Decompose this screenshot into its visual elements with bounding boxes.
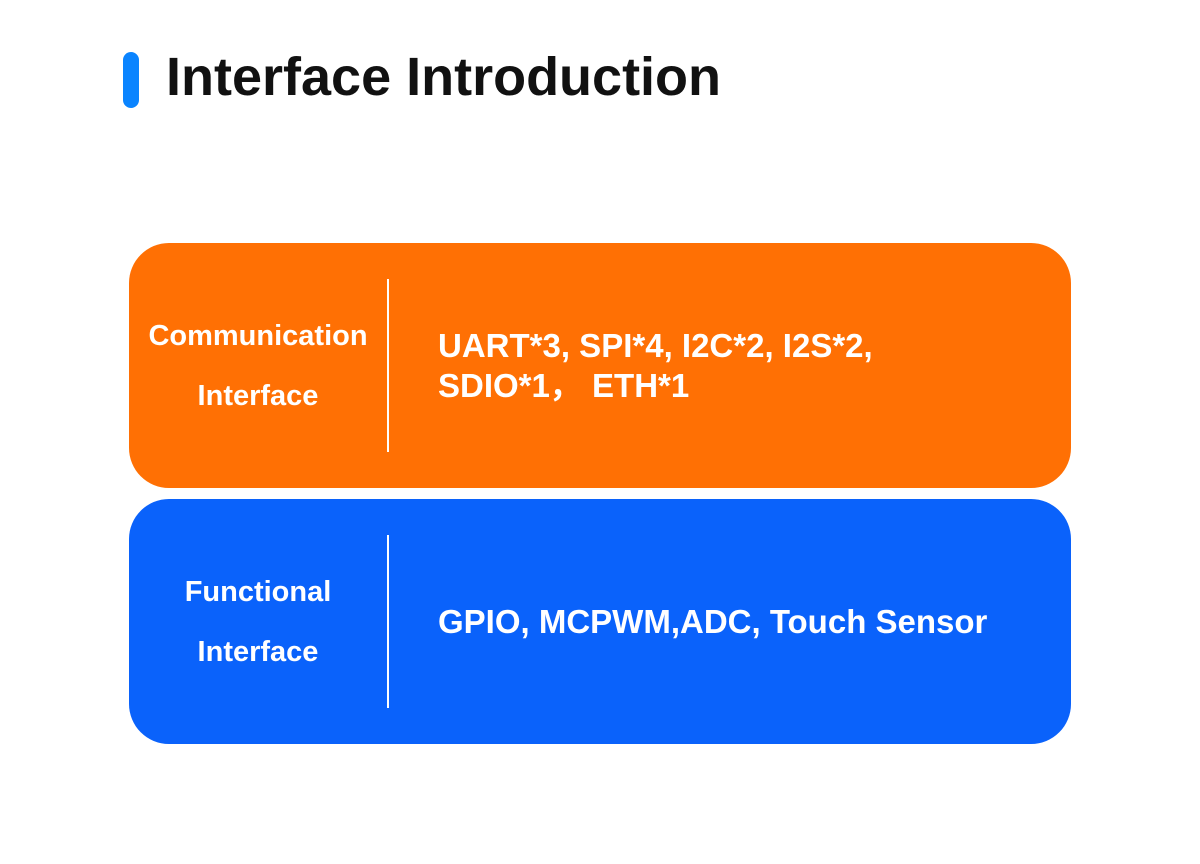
- card-label: Functional Interface: [129, 499, 387, 744]
- card-value-line: UART*3, SPI*4, I2C*2, I2S*2,: [438, 326, 873, 364]
- communication-interface-card: Communication Interface UART*3, SPI*4, I…: [129, 243, 1071, 488]
- card-label: Communication Interface: [129, 243, 387, 488]
- functional-interface-card: Functional Interface GPIO, MCPWM,ADC, To…: [129, 499, 1071, 744]
- card-label-line: Interface: [197, 379, 319, 412]
- title-accent-bar: [123, 52, 139, 108]
- page-title: Interface Introduction: [166, 47, 722, 107]
- card-value: UART*3, SPI*4, I2C*2, I2S*2, SDIO*1， ETH…: [438, 243, 873, 488]
- card-value: GPIO, MCPWM,ADC, Touch Sensor: [438, 499, 987, 744]
- card-divider: [387, 535, 389, 708]
- card-value-line: SDIO*1， ETH*1: [438, 366, 690, 404]
- card-label-line: Functional: [184, 575, 332, 608]
- card-label-line: Interface: [197, 635, 319, 668]
- card-divider: [387, 279, 389, 452]
- card-label-line: Communication: [148, 319, 368, 352]
- card-value-line: GPIO, MCPWM,ADC, Touch Sensor: [438, 602, 988, 640]
